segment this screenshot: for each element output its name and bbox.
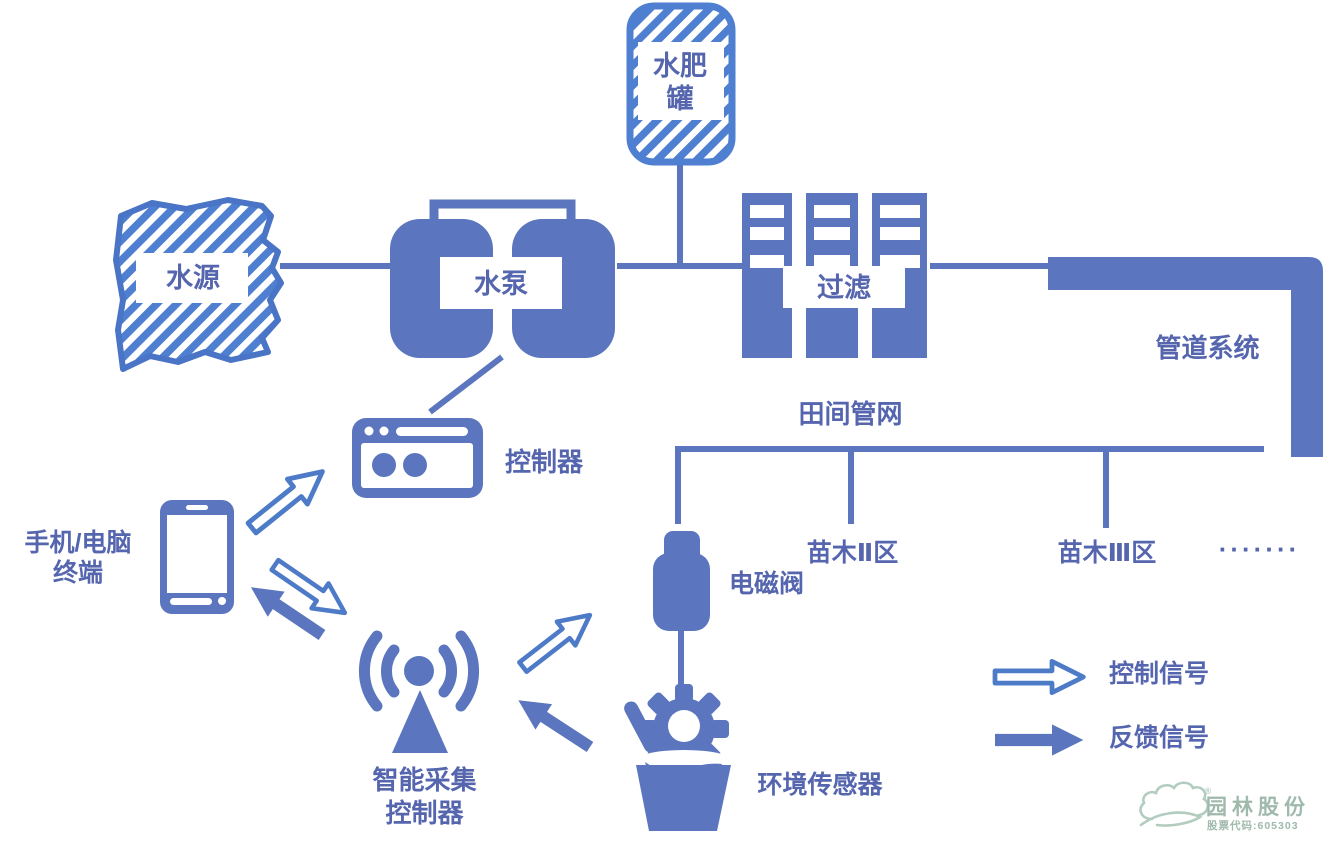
environment-sensor-icon	[624, 684, 731, 831]
logo-company-name: 园林股份	[1206, 796, 1310, 819]
arrow-terminal-to-controller	[242, 459, 332, 540]
collector-label-line1: 智能采集	[372, 765, 477, 795]
tank-label-line2: 罐	[666, 84, 694, 114]
field-network-label: 田间管网	[798, 399, 903, 429]
terminal-label-line1: 手机/电脑	[24, 529, 132, 557]
terminal-label-line2: 终端	[52, 559, 103, 587]
logo-stock-code: 股票代码:605303	[1207, 820, 1299, 832]
filter-label: 过滤	[817, 273, 871, 303]
logo-cloud-icon	[1139, 781, 1210, 827]
logo-registered-mark: ®	[1204, 786, 1212, 796]
sensor-label: 环境传感器	[757, 771, 883, 799]
controller-label: 控制器	[504, 447, 583, 477]
legend-control-arrow-icon	[995, 661, 1083, 692]
terminal-label: 手机/电脑 终端	[8, 528, 148, 588]
filter-icon	[742, 193, 927, 358]
zone2-label: 苗木Ⅱ区	[806, 539, 899, 567]
water-source-icon	[113, 197, 284, 372]
legend-feedback-arrow-icon	[995, 724, 1084, 756]
controller-icon	[352, 418, 483, 498]
arrow-sensor-to-collector	[510, 687, 599, 760]
arrow-terminal-to-collector	[267, 553, 354, 626]
pipe-system-label: 管道系统	[1155, 333, 1260, 363]
fertilizer-tank-icon	[626, 2, 736, 166]
phone-icon	[160, 500, 234, 614]
legend-feedback-label: 反馈信号	[1108, 724, 1209, 752]
line-pump-to-controller	[428, 354, 504, 415]
legend-control-label: 控制信号	[1108, 660, 1209, 688]
tank-label: 水肥 罐	[628, 50, 732, 116]
zone3-label: 苗木Ⅲ区	[1057, 539, 1157, 567]
collector-label: 智能采集 控制器	[352, 764, 497, 830]
smart-collector-icon	[359, 630, 479, 753]
source-label: 水源	[166, 263, 220, 293]
zones-ellipsis: ·······	[1218, 534, 1301, 564]
solenoid-valve-icon	[653, 531, 710, 631]
arrow-collector-to-valve	[514, 603, 599, 679]
pipe-system-icon	[1048, 257, 1323, 457]
water-pump-icon	[390, 199, 615, 358]
tank-label-line1: 水肥	[653, 51, 707, 81]
valve-label: 电磁阀	[728, 570, 804, 598]
collector-label-line2: 控制器	[385, 798, 464, 828]
pump-label: 水泵	[474, 269, 528, 299]
